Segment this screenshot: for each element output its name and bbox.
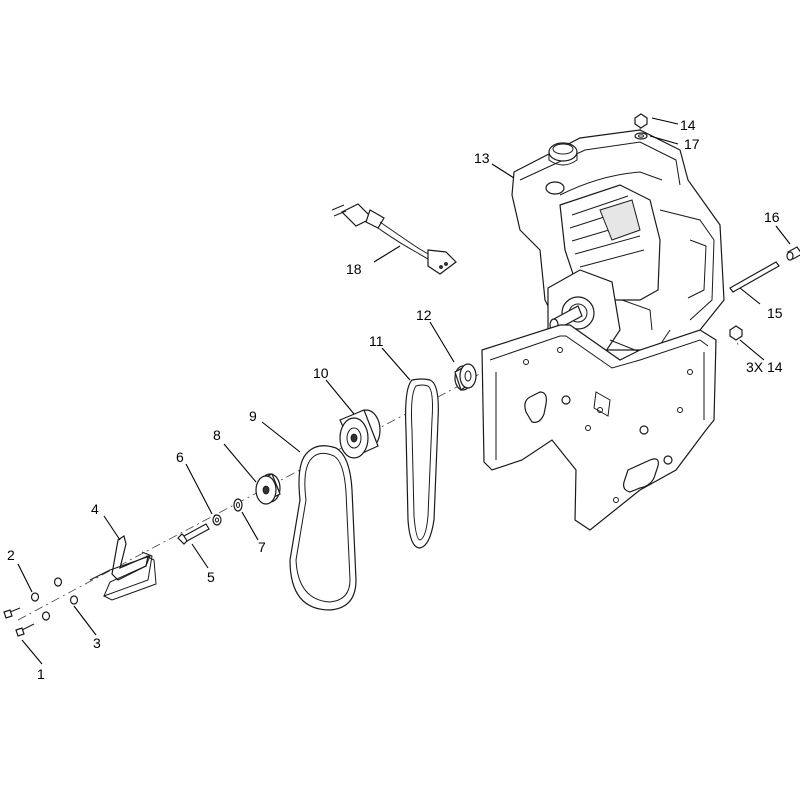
top-nut-and-washer [634, 113, 648, 140]
belt-large [289, 445, 357, 611]
callout-6: 6 [176, 449, 184, 465]
callout-16: 16 [764, 209, 780, 225]
callout-8: 8 [213, 427, 221, 443]
callout-9: 9 [249, 408, 257, 424]
callout-10: 10 [313, 365, 329, 381]
callout-13: 13 [474, 150, 490, 166]
belt-narrow [405, 378, 439, 549]
shoulder-bolt [177, 523, 210, 545]
callout-11: 11 [369, 333, 384, 349]
callout-3: 3 [93, 635, 101, 651]
pulley-large [339, 409, 381, 459]
washers-middle [212, 498, 243, 526]
callout-12: 12 [416, 307, 432, 323]
idler-bracket [89, 535, 157, 601]
callout-14: 14 [680, 117, 696, 133]
callout-1: 1 [37, 666, 45, 682]
extension-cord [331, 203, 457, 275]
pulley-small [454, 363, 477, 391]
callout-17: 17 [684, 136, 700, 152]
small-hardware [3, 577, 79, 637]
callout-labels: 1 2 3 4 5 6 7 8 9 10 11 12 13 14 15 16 1… [7, 117, 783, 682]
callout-5: 5 [207, 569, 215, 585]
callout-15: 15 [767, 305, 783, 321]
callout-3x14: 3X 14 [746, 359, 783, 375]
rod-and-cap [729, 246, 800, 293]
lower-nut [729, 325, 743, 341]
callout-2: 2 [7, 547, 15, 563]
frame-plate [481, 324, 717, 531]
callout-18: 18 [346, 261, 362, 277]
engine [511, 129, 725, 361]
leader-lines [17, 117, 791, 665]
idler-pulley [255, 473, 281, 505]
callout-7: 7 [258, 539, 266, 555]
callout-4: 4 [91, 501, 99, 517]
